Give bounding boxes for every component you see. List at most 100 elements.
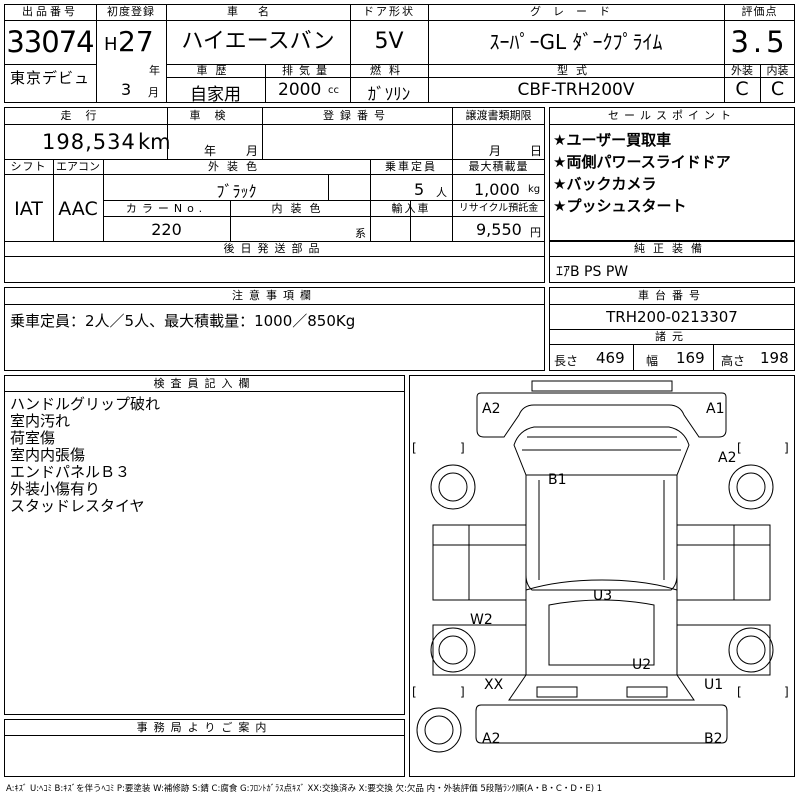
recycle-deposit: 9,550 [476, 220, 522, 239]
recycle-deposit-unit: 円 [530, 226, 541, 239]
office-block [4, 719, 405, 777]
mileage-unit: km [138, 130, 171, 154]
document-deadline-label: 譲渡書類期限 [465, 109, 532, 122]
fuel-label: 燃料 [370, 64, 408, 77]
inspector-block [4, 375, 405, 715]
registration-number-label: 登録番号 [323, 109, 391, 122]
height-label: 高さ [721, 354, 746, 368]
score-label: 評価点 [741, 5, 778, 18]
sales-points-list: ★ユーザー買取車 ★両側パワースライドドア ★バックカメラ ★プッシュスタート [553, 129, 731, 217]
damage-mark: A2 [482, 731, 501, 747]
score: 3.5 [730, 25, 789, 59]
car-diagram-block [409, 375, 795, 777]
bracket-mark: [ [412, 441, 417, 455]
first-reg-year: 27 [118, 25, 154, 58]
model-code: CBF-TRH200V [517, 80, 635, 100]
aircon: AAC [58, 198, 98, 220]
damage-mark: U3 [593, 588, 613, 604]
displacement: 2000 [278, 80, 322, 100]
import-label: 輸入車 [391, 202, 431, 215]
later-parts-label: 後日発送部品 [223, 242, 326, 255]
history: 自家用 [190, 85, 241, 105]
mileage-label: 走行 [60, 109, 111, 122]
width-label: 幅 [646, 354, 659, 368]
damage-mark: A1 [706, 401, 725, 417]
shift-label: シフト [10, 160, 47, 173]
inspector-note: 荷室傷 [10, 429, 56, 447]
bracket-mark: ] [784, 441, 789, 455]
tokyo-debut-label: 東京デビュ [9, 69, 90, 87]
chassis-number-label: 車台番号 [638, 289, 706, 302]
bracket-mark: ] [460, 685, 465, 699]
legend-text: A:ｷｽﾞ U:ﾍｺﾐ B:ｷｽﾞを伴うﾍｺﾐ P:要塗装 W:補修跡 S:錆 … [6, 784, 603, 794]
inspector-note: エンドパネルＢ３ [10, 463, 131, 481]
interior-grade: C [770, 78, 785, 100]
lot-number-label: 出品番号 [22, 5, 78, 18]
height: 198 [760, 349, 789, 367]
interior-color-label: 内装色 [271, 202, 329, 215]
first-reg-month: 3 [121, 80, 132, 99]
office-notice-label: 事務局よりご案内 [136, 721, 273, 734]
sales-point-item: ★バックカメラ [553, 175, 657, 193]
sales-point-item: ★プッシュスタート [553, 197, 687, 215]
length: 469 [596, 349, 625, 367]
sales-point-item: ★ユーザー買取車 [553, 131, 672, 149]
color-number: 220 [151, 220, 182, 239]
inspector-notes-label: 検査員記入欄 [153, 377, 256, 390]
inspector-note: ハンドルグリップ破れ [10, 395, 161, 413]
door-shape-label: ドア形状 [363, 5, 415, 18]
bracket-mark: ] [784, 685, 789, 699]
damage-mark: A2 [718, 450, 737, 466]
max-load: 1,000 [474, 180, 520, 199]
bracket-mark: [ [737, 685, 742, 699]
damage-mark: B1 [548, 472, 567, 488]
caution-block [4, 287, 545, 371]
caution-label: 注意事項欄 [232, 289, 317, 302]
damage-mark: XX [484, 677, 504, 693]
history-label: 車歴 [196, 64, 235, 77]
deadline-day-unit: 日 [530, 144, 543, 158]
bracket-mark: ] [460, 441, 465, 455]
grade: ｽｰﾊﾟｰGL ﾀﾞｰｸﾌﾟﾗｲﾑ [489, 30, 663, 54]
first-registration-label: 初度登録 [107, 5, 155, 18]
color-number-label: カラーNo. [125, 202, 208, 215]
sales-points-label: セールスポイント [608, 109, 736, 122]
genuine-equipment-block [549, 241, 795, 283]
aircon-label: エアコン [56, 160, 100, 173]
max-load-unit: kg [528, 184, 541, 195]
inspector-note: 室内汚れ [10, 412, 71, 430]
interior-color-suffix: 系 [355, 227, 366, 240]
damage-mark: B2 [704, 731, 723, 747]
inspector-note: 外装小傷有り [10, 480, 101, 498]
era-code: H [104, 34, 118, 55]
first-reg-year-unit: 年 [149, 64, 160, 77]
sales-points-block [549, 107, 795, 241]
damage-mark: U2 [632, 657, 652, 673]
inspection-label: 車検 [189, 109, 240, 122]
genuine-equipment: ｴｱB PS PW [556, 264, 629, 280]
width: 169 [676, 349, 705, 367]
shift: IAT [14, 198, 43, 220]
inspector-note: スタッドレスタイヤ [10, 497, 145, 515]
length-label: 長さ [554, 354, 579, 368]
exterior-color-label: 外装色 [208, 160, 265, 173]
grade-label: グレード [530, 5, 622, 18]
damage-mark: A2 [482, 401, 501, 417]
inspection-year-unit: 年 [204, 144, 217, 158]
damage-mark: W2 [470, 612, 493, 628]
caution-text: 乗車定員：2人／5人、最大積載量：1000／850Kg [10, 312, 356, 330]
chassis-number: TRH200-0213307 [606, 308, 738, 326]
recycle-deposit-label: リサイクル預託金 [458, 203, 539, 214]
header-block [4, 4, 795, 103]
exterior-grade-label: 外装 [731, 64, 753, 77]
displacement-label: 排気量 [282, 64, 333, 77]
genuine-equipment-label: 純正装備 [634, 242, 710, 255]
interior-grade-label: 内装 [766, 64, 789, 77]
bracket-mark: [ [737, 441, 742, 455]
bracket-mark: [ [412, 685, 417, 699]
details-block [4, 107, 545, 283]
exterior-grade: C [735, 78, 749, 100]
deadline-month-unit: 月 [489, 144, 502, 158]
car-name: ハイエースバン [181, 29, 335, 54]
door-shape: 5V [374, 29, 404, 54]
